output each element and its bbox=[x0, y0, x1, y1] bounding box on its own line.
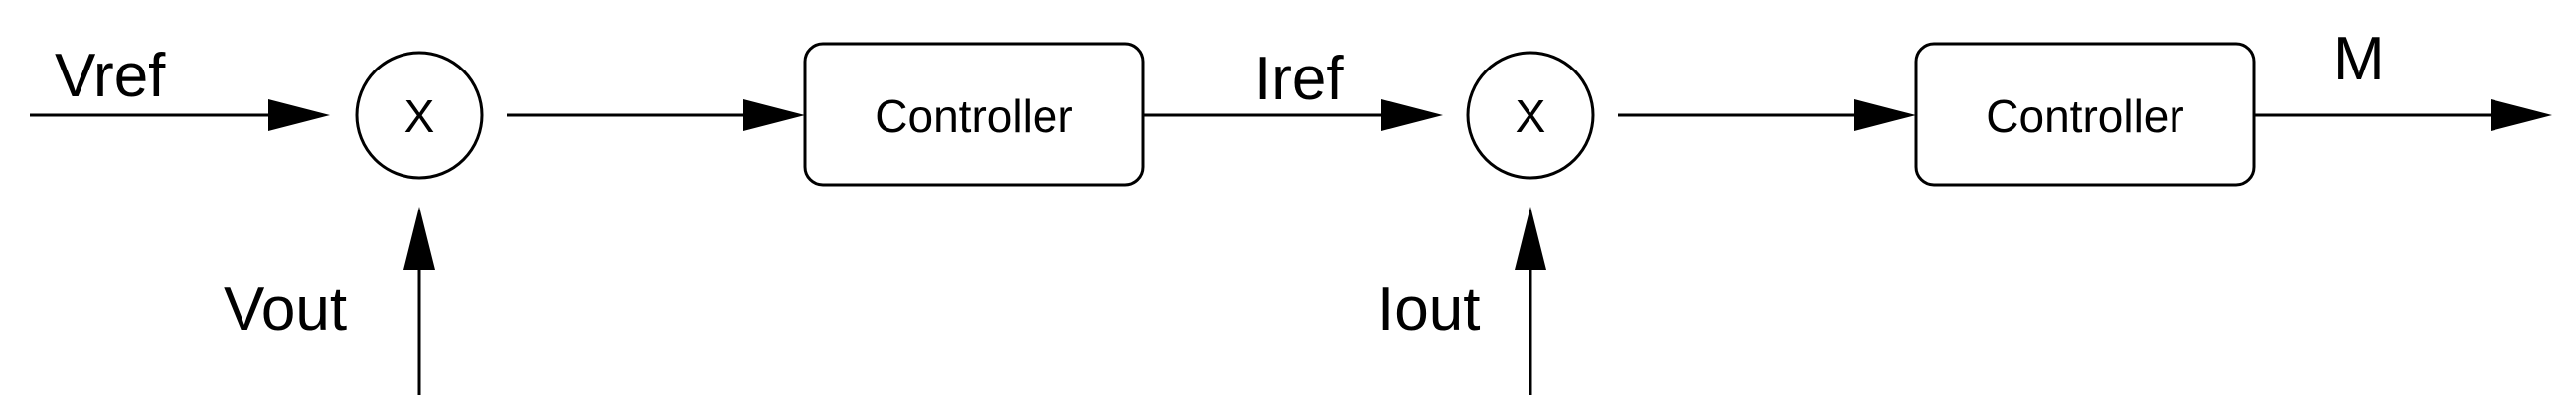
controller-1-label: Controller bbox=[875, 90, 1072, 142]
controller-1-block: Controller bbox=[803, 42, 1145, 187]
junction-2-symbol: X bbox=[1516, 90, 1546, 142]
summing-junction-2: X bbox=[1466, 51, 1595, 180]
iref-arrow bbox=[1143, 99, 1443, 131]
vout-arrow bbox=[403, 207, 435, 395]
vout-label: Vout bbox=[224, 275, 347, 344]
controller-2-label: Controller bbox=[1986, 90, 2183, 142]
junction1-to-controller1-arrow bbox=[507, 99, 805, 131]
junction-1-symbol: X bbox=[404, 90, 435, 142]
junction2-to-controller2-arrow bbox=[1618, 99, 1916, 131]
output-label: M bbox=[2334, 25, 2385, 93]
vref-label: Vref bbox=[55, 42, 166, 110]
iref-label: Iref bbox=[1254, 45, 1344, 113]
iout-label: Iout bbox=[1377, 275, 1480, 344]
controller-2-block: Controller bbox=[1914, 42, 2256, 187]
vref-arrow bbox=[30, 99, 330, 131]
iout-arrow bbox=[1515, 207, 1546, 395]
output-arrow bbox=[2254, 99, 2552, 131]
summing-junction-1: X bbox=[355, 51, 484, 180]
